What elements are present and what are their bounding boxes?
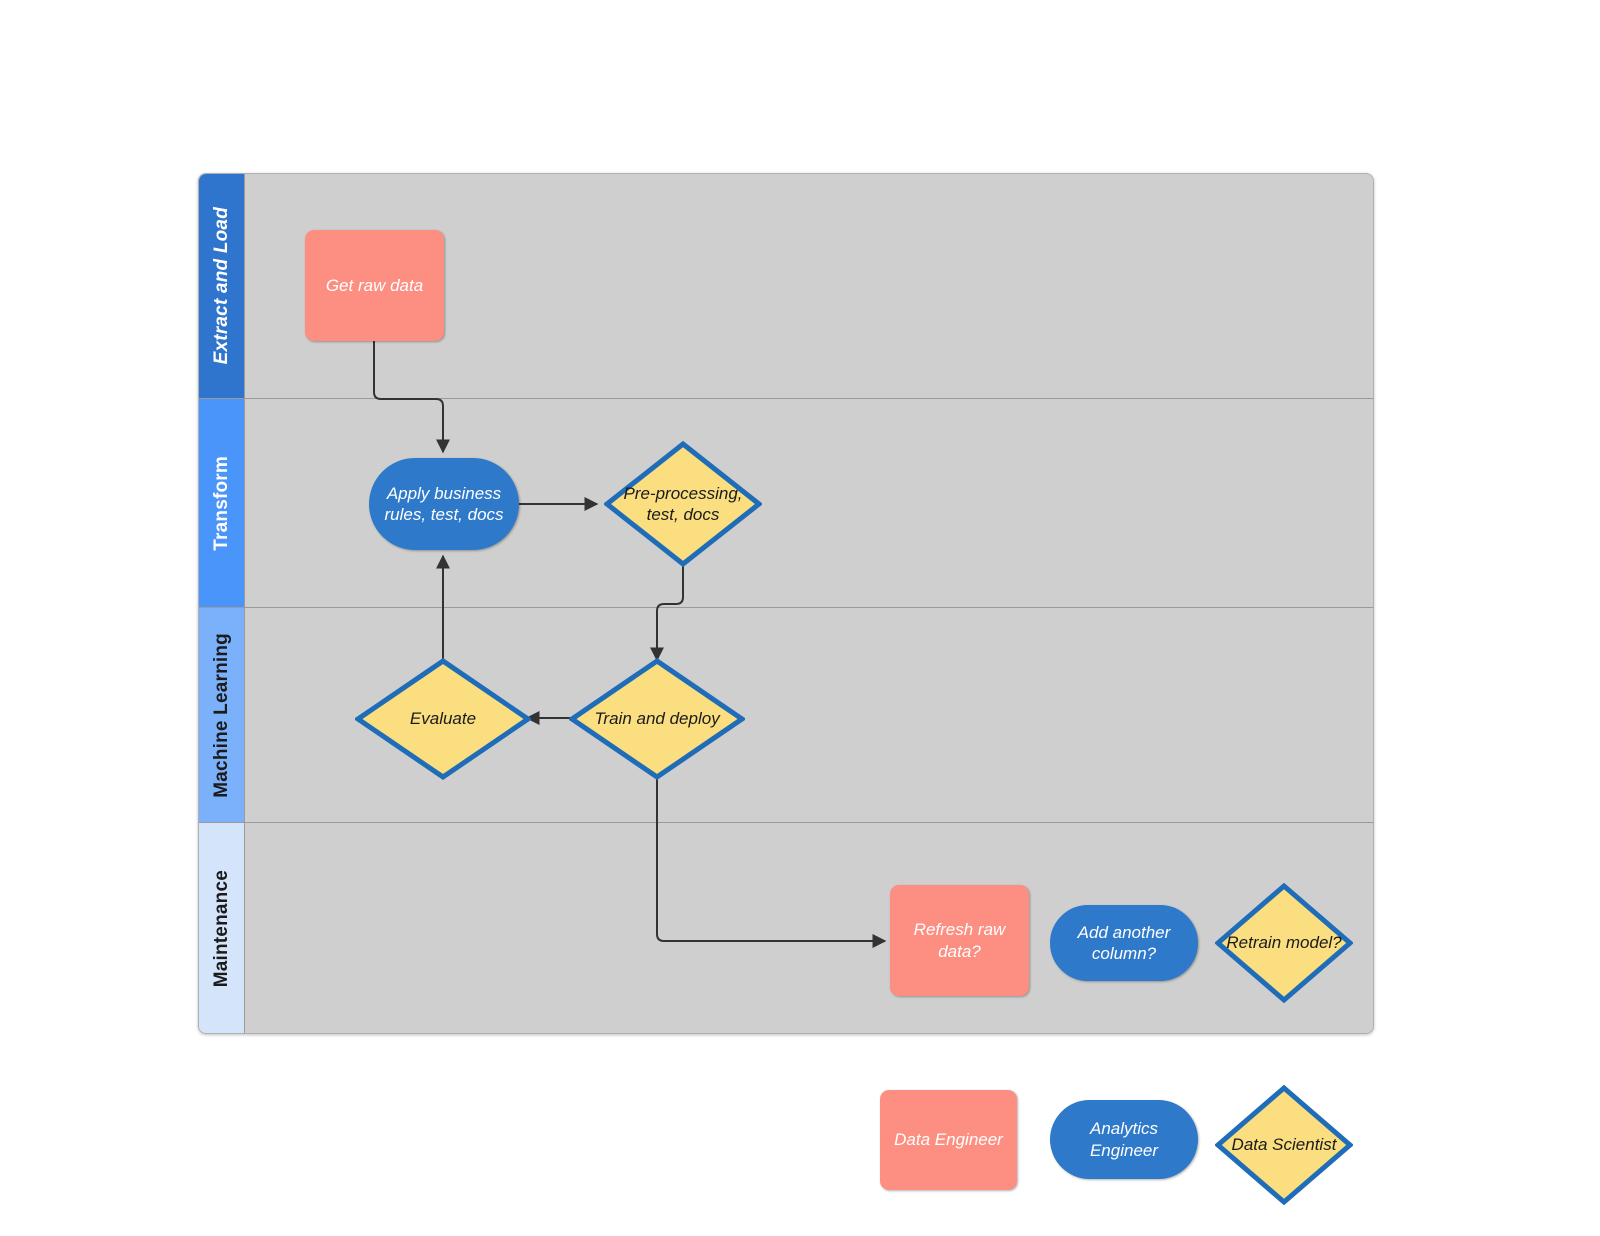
node-get-raw-data[interactable]: Get raw data: [305, 230, 444, 341]
legend: Data Engineer Analytics Engineer Data Sc…: [880, 1085, 1380, 1205]
lane-label-extract-and-load: Extract and Load: [210, 207, 232, 365]
node-retrain-model[interactable]: Retrain model?: [1215, 883, 1353, 1003]
node-label-retrain-model: Retrain model?: [1226, 933, 1342, 953]
legend-item-analytics-engineer: Analytics Engineer: [1050, 1100, 1198, 1179]
lane-label-machine-learning: Machine Learning: [210, 632, 232, 798]
node-pre-processing[interactable]: Pre-processing, test, docs: [604, 441, 762, 567]
node-label-get-raw-data: Get raw data: [325, 275, 424, 295]
node-add-another-column[interactable]: Add another column?: [1050, 905, 1198, 981]
lane-header-maintenance: Maintenance: [199, 823, 245, 1033]
legend-label-analytics-engineer: Analytics Engineer: [1089, 1119, 1159, 1160]
node-label-pre-processing: Pre-processing, test, docs: [623, 483, 743, 524]
node-label-add-another-column: Add another column?: [1077, 922, 1171, 963]
node-label-apply-rules: Apply business rules, test, docs: [384, 483, 504, 524]
legend-item-data-scientist: Data Scientist: [1215, 1085, 1353, 1205]
diamond-shape-retrain-model: [1215, 883, 1353, 1003]
lane-header-machine-learning: Machine Learning: [199, 608, 245, 822]
node-label-train-deploy: Train and deploy: [594, 709, 720, 729]
node-train-deploy[interactable]: Train and deploy: [569, 658, 745, 780]
lane-header-transform: Transform: [199, 399, 245, 607]
lane-label-transform: Transform: [210, 455, 232, 551]
legend-label-data-scientist: Data Scientist: [1231, 1135, 1337, 1155]
lane-header-extract-and-load: Extract and Load: [199, 174, 245, 398]
diamond-shape-data-scientist: [1215, 1085, 1353, 1205]
diamond-shape-pre-processing: [604, 441, 762, 567]
legend-label-data-engineer: Data Engineer: [894, 1130, 1003, 1150]
node-refresh-raw-data[interactable]: Refresh raw data?: [890, 885, 1029, 996]
lane-body-maintenance: [245, 823, 1373, 1033]
diamond-shape-evaluate: [355, 658, 531, 780]
lane-label-maintenance: Maintenance: [210, 870, 232, 988]
node-evaluate[interactable]: Evaluate: [355, 658, 531, 780]
node-apply-rules[interactable]: Apply business rules, test, docs: [369, 458, 519, 550]
legend-item-data-engineer: Data Engineer: [880, 1090, 1017, 1190]
node-label-refresh-raw-data: Refresh raw data?: [913, 920, 1006, 961]
node-label-evaluate: Evaluate: [409, 709, 477, 729]
